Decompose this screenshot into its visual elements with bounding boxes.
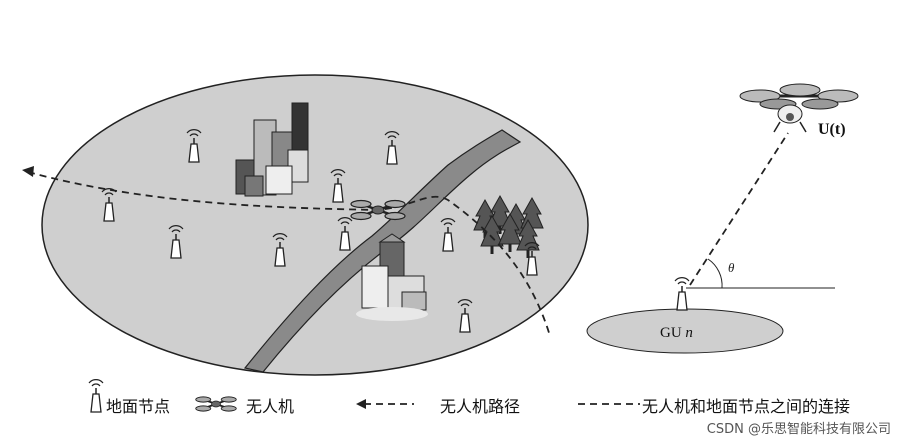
uav-gu-connection-line	[689, 132, 789, 286]
riverside-buildings-icon	[356, 233, 428, 321]
legend-drone-icon	[194, 395, 238, 413]
uav-path-arrowhead	[22, 166, 34, 177]
legend-uav-path-label: 无人机路径	[440, 397, 521, 416]
ground-area	[41, 74, 589, 376]
legend-uav-label: 无人机	[246, 397, 295, 416]
city-buildings-icon	[235, 102, 309, 197]
elevation-angle-symbol: θ	[728, 260, 735, 275]
gu-antenna-tower-icon	[674, 276, 690, 311]
gu-label-prefix: GU	[660, 325, 682, 341]
legend-connection-label: 无人机和地面节点之间的连接	[642, 397, 851, 416]
gu-label: GU n	[660, 325, 693, 342]
legend-uav-path-arrowhead	[356, 399, 366, 409]
uav-icon	[739, 83, 859, 133]
gu-label-index: n	[685, 325, 693, 341]
watermark: CSDN @乐思智能科技有限公司	[706, 422, 891, 437]
elevation-angle-arc	[707, 258, 723, 289]
legend-ground-node-icon	[88, 378, 104, 413]
legend-ground-node-label: 地面节点	[106, 397, 171, 416]
uav-label: U(t)	[818, 121, 846, 138]
